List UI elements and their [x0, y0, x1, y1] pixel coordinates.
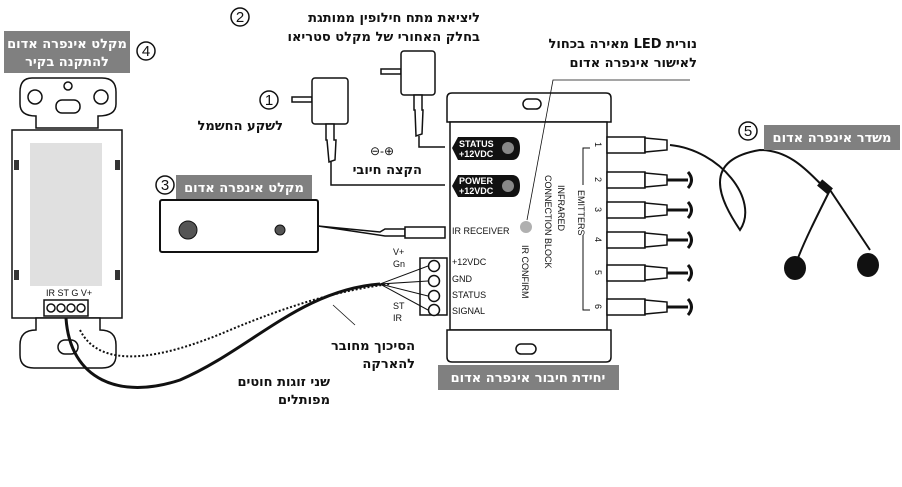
ir-confirm-label: IR CONFIRM: [520, 245, 530, 299]
emitter-port-number: 5: [593, 270, 603, 275]
emitter-port-number: 4: [593, 237, 603, 242]
ir-emitter: [669, 144, 879, 280]
cut-cable: [667, 298, 693, 316]
emitter-port[interactable]: [606, 231, 646, 249]
number-2: 2: [236, 9, 244, 26]
cut-cable: [667, 264, 693, 282]
label-power-outlet: לשקע החשמל: [198, 119, 283, 134]
emitter-plug: [644, 299, 668, 315]
label-led-note-1: נורית LED מאירה בכחול: [549, 37, 697, 52]
polarity-symbol-icon: ⊖-⊕: [370, 144, 394, 158]
label-box-connection-block: [438, 365, 619, 390]
label-box-emitter: [764, 125, 900, 150]
ir-receiver-port-label: IR RECEIVER: [452, 226, 510, 236]
label-wall-plate-1: מקלט אינפרה אדום: [7, 37, 127, 52]
terminal-signal: SIGNAL: [452, 306, 485, 316]
power-adapter-1: [291, 77, 445, 186]
ir-receiver: [159, 199, 446, 253]
emitter-ports: 1 2 3 4 5 6: [593, 136, 693, 316]
label-alt-adapter-1: ליציאת מתח חילופין ממותגת: [308, 11, 480, 26]
label-alt-adapter-2: בחלק האחורי של מקלט סטריאו: [288, 30, 481, 45]
power-led-label: POWER: [459, 176, 494, 186]
emitter-plug: [644, 137, 668, 153]
label-shield-note-1: הסיכוך מחובר: [331, 339, 415, 354]
emitter-port[interactable]: [606, 201, 646, 219]
emitters-label: EMITTERS: [576, 190, 586, 236]
emitter-port[interactable]: [606, 264, 646, 282]
emitter-port-number: 6: [593, 304, 603, 309]
terminal-gnd: GND: [452, 274, 473, 284]
twisted-pair-cable: [64, 282, 381, 389]
emitter-port-number: 1: [593, 142, 603, 147]
emitter-port[interactable]: [606, 298, 646, 316]
emitter-port-number: 2: [593, 177, 603, 182]
number-3: 3: [161, 177, 169, 194]
wire-label-st: ST: [393, 301, 405, 311]
power-led-badge: [452, 175, 520, 197]
power-led-voltage: +12VDC: [459, 186, 494, 196]
label-ir-receiver: מקלט אינפרה אדום: [184, 181, 304, 196]
terminal-12vdc: +12VDC: [452, 257, 487, 267]
label-wall-plate-2: להתקנה בקיר: [25, 55, 109, 70]
status-led-voltage: +12VDC: [459, 149, 494, 159]
label-twisted-pairs-2: מפותלים: [278, 393, 330, 408]
block-title-1: INFRARED: [556, 185, 566, 232]
emitter-plug: [644, 202, 668, 218]
label-twisted-pairs-1: שני זוגות חוטים: [237, 375, 330, 390]
number-1: 1: [265, 92, 273, 109]
cut-cable: [667, 231, 693, 249]
terminal-labels: IR ST G V+: [46, 288, 92, 298]
cut-cable: [667, 201, 693, 219]
emitter-plug: [644, 265, 668, 281]
ir-confirm-led: [520, 221, 532, 233]
connection-block: STATUS +12VDC POWER +12VDC IR RECEIVER I…: [393, 92, 612, 363]
status-led-badge: [452, 137, 520, 160]
label-emitter: משדר אינפרה אדום: [773, 131, 892, 146]
wire-label-vplus: V+: [393, 247, 404, 257]
terminal-status: STATUS: [452, 290, 486, 300]
label-box-ir-receiver: [176, 175, 312, 199]
shield-wire: [79, 283, 391, 358]
cut-cable: [667, 171, 693, 189]
number-5: 5: [744, 123, 752, 140]
label-shield-note-2: להארקה: [362, 357, 415, 372]
wire-label-ir: IR: [393, 313, 403, 323]
emitter-port[interactable]: [606, 171, 646, 189]
block-title-2: CONNECTION BLOCK: [543, 175, 553, 269]
power-adapter-2: [380, 50, 445, 148]
emitter-port-number: 3: [593, 207, 603, 212]
emitter-plug: [644, 172, 668, 188]
number-4: 4: [142, 43, 150, 60]
wire-label-gn: Gn: [393, 259, 405, 269]
wall-plate-receiver: IR ST G V+: [11, 77, 123, 369]
emitter-plug: [644, 232, 668, 248]
label-connection-block: יחידת חיבור אינפרה אדום: [451, 371, 606, 386]
wall-plate-panel: [30, 143, 102, 286]
label-positive-tip: הקצה חיובי: [353, 163, 422, 178]
status-led-label: STATUS: [459, 139, 494, 149]
label-box-wall-plate: [4, 31, 130, 73]
label-led-note-2: לאישור אינפרה אדום: [570, 56, 697, 71]
emitter-port[interactable]: [606, 136, 646, 154]
